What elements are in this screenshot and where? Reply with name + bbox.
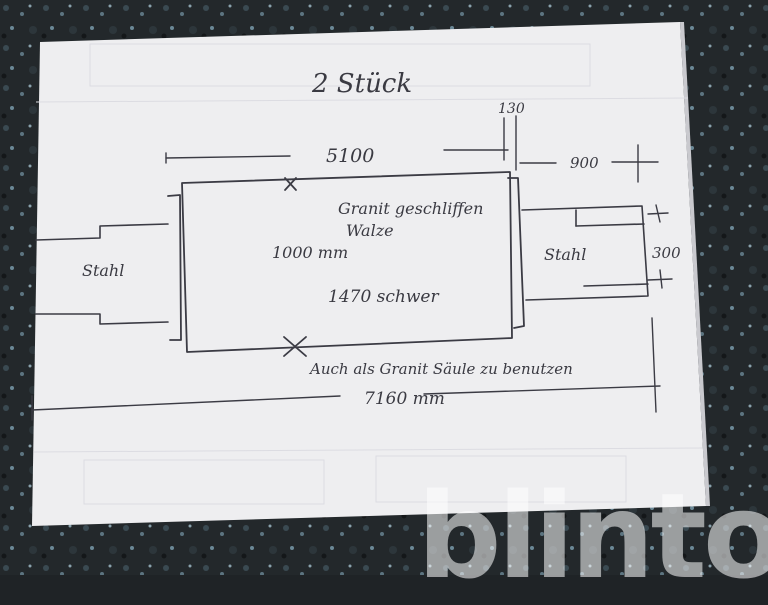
right-shaft-label: Stahl [544,245,586,264]
paper-printed-lines [33,43,703,505]
granite-roller-drawing [167,171,525,357]
roller-label-line2: Walze [346,221,394,240]
roller-diameter: 1000 mm [272,243,348,262]
watermark-logo: blinto [417,467,768,605]
right-height-dimension: 300 [652,244,681,262]
left-shaft-label: Stahl [82,261,124,280]
paper-shadow-edge [680,22,710,506]
left-steel-shaft-drawing [35,223,169,325]
collar-dimension: 130 [498,101,525,117]
right-length-dimension: 900 [570,154,599,172]
quantity-note: 2 Stück [311,69,412,99]
total-length-dimension: 7160 mm [364,389,445,409]
top-length-dimension: 5100 [326,145,374,167]
roller-weight: 1470 schwer [328,287,439,307]
photo-scene: 2 Stück 5100 130 900 300 Granit geschlif… [0,0,768,575]
roller-label-line1: Granit geschliffen [338,199,483,218]
right-steel-shaft-drawing [521,205,649,301]
paper-sheet [32,22,706,526]
dimension-lines [31,115,673,421]
usage-note: Auch als Granit Säule zu benutzen [308,360,573,378]
